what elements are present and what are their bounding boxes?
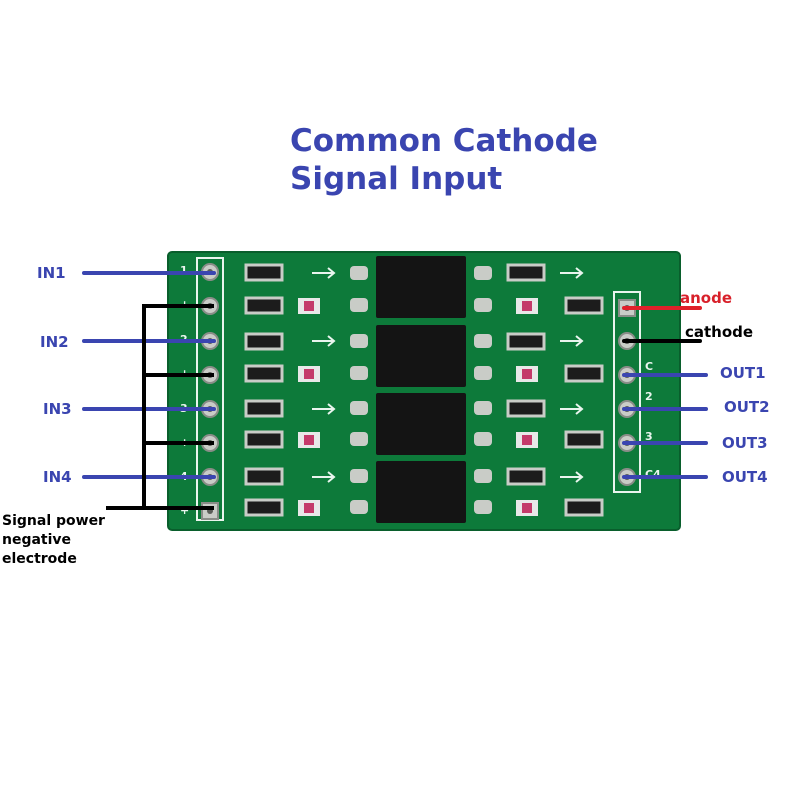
svg-text:3: 3 (645, 430, 653, 443)
cathode-bus (106, 304, 214, 510)
svg-text:+: + (180, 504, 189, 517)
svg-text:C4: C4 (645, 468, 661, 481)
leds (298, 298, 538, 516)
label-out3: OUT3 (722, 434, 768, 452)
label-out1: OUT1 (720, 364, 766, 382)
signal-power-note: Signal power negative electrode (2, 512, 105, 569)
label-in3: IN3 (43, 400, 72, 418)
label-out2: OUT2 (724, 398, 770, 416)
label-cathode: cathode (685, 323, 754, 341)
output-wires (622, 306, 708, 479)
note-line-1: Signal power (2, 513, 105, 529)
note-line-2: negative (2, 532, 72, 548)
silkscreen-arrows (312, 267, 584, 483)
label-in1: IN1 (37, 264, 66, 282)
label-in4: IN4 (43, 468, 72, 486)
pcb-board: 1+ 2+ 3+ 4+ C2 3C4 (167, 251, 681, 531)
resistors (244, 263, 604, 517)
label-in2: IN2 (40, 333, 69, 351)
diagram-title: Common Cathode Signal Input (290, 122, 598, 198)
input-wires (82, 271, 216, 479)
label-out4: OUT4 (722, 468, 768, 486)
label-anode: anode (680, 289, 733, 307)
svg-text:2: 2 (645, 390, 653, 403)
note-line-3: electrode (2, 551, 77, 567)
svg-text:C: C (645, 360, 653, 373)
title-line-1: Common Cathode (290, 123, 598, 159)
title-line-2: Signal Input (290, 161, 503, 197)
optocouplers (376, 256, 466, 523)
svg-text:1: 1 (180, 264, 188, 277)
